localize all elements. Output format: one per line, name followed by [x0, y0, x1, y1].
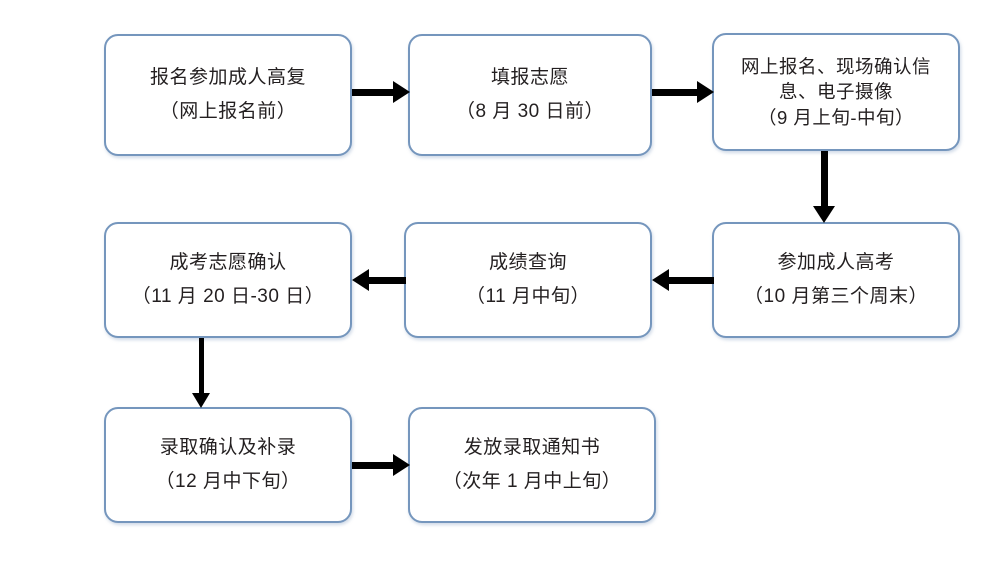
- flow-node-line-2: （11 月 20 日-30 日）: [131, 286, 325, 307]
- arrow-head: [352, 269, 369, 291]
- arrow-head: [697, 81, 714, 103]
- arrow-n2-to-n3: [652, 80, 714, 104]
- flow-node-line-1: 报名参加成人高复: [149, 67, 306, 89]
- flow-node-line-2: （11 月中旬）: [465, 286, 590, 307]
- arrow-head: [652, 269, 669, 291]
- flow-node-line-2: （8 月 30 日前）: [455, 101, 605, 122]
- arrow-head: [813, 206, 835, 223]
- flow-node-online-registration-confirm-photo[interactable]: 网上报名、现场确认信 息、电子摄像 （9 月上旬-中旬）: [712, 33, 960, 151]
- flow-node-line-1: 参加成人高考: [777, 252, 895, 274]
- flow-node-line-2: （10 月第三个周末）: [744, 286, 928, 307]
- flow-node-check-score[interactable]: 成绩查询 （11 月中旬）: [404, 222, 652, 338]
- flow-node-confirm-exam-choice[interactable]: 成考志愿确认 （11 月 20 日-30 日）: [104, 222, 352, 338]
- arrow-shaft: [198, 338, 204, 394]
- flow-node-fill-application[interactable]: 填报志愿 （8 月 30 日前）: [408, 34, 652, 156]
- flow-node-apply-adult-prep[interactable]: 报名参加成人高复 （网上报名前）: [104, 34, 352, 156]
- flow-node-admission-confirm-supplement[interactable]: 录取确认及补录 （12 月中下旬）: [104, 407, 352, 523]
- arrow-head: [393, 454, 410, 476]
- flow-node-line-2: （网上报名前）: [159, 101, 297, 122]
- flow-node-line-1: 发放录取通知书: [463, 437, 601, 459]
- flow-node-line-2: （次年 1 月中上旬）: [442, 471, 622, 492]
- flow-node-line-1: 录取确认及补录: [159, 437, 297, 459]
- arrow-n5-to-n6: [352, 268, 406, 292]
- flow-node-line-1: 填报志愿: [490, 67, 569, 89]
- arrow-shaft: [366, 276, 406, 284]
- flow-node-line-1: 成考志愿确认: [169, 252, 287, 274]
- arrow-n6-to-n7: [190, 338, 212, 408]
- arrow-shaft: [352, 461, 396, 469]
- arrow-n1-to-n2: [352, 80, 410, 104]
- arrow-head: [393, 81, 410, 103]
- arrow-shaft: [666, 276, 714, 284]
- flow-node-line-3: （9 月上旬-中旬）: [757, 106, 915, 128]
- flow-node-line-2: （12 月中下旬）: [155, 471, 301, 492]
- arrow-n3-to-n4: [812, 151, 836, 223]
- flow-node-take-exam[interactable]: 参加成人高考 （10 月第三个周末）: [712, 222, 960, 338]
- flow-node-line-2: 息、电子摄像: [778, 81, 893, 103]
- arrow-n4-to-n5: [652, 268, 714, 292]
- arrow-n7-to-n8: [352, 453, 410, 477]
- flow-node-line-1: 成绩查询: [488, 252, 567, 274]
- arrow-shaft: [652, 88, 700, 96]
- flow-node-issue-admission-letter[interactable]: 发放录取通知书 （次年 1 月中上旬）: [408, 407, 656, 523]
- flow-node-line-1: 网上报名、现场确认信: [740, 55, 931, 77]
- arrow-head: [192, 393, 210, 408]
- arrow-shaft: [820, 151, 828, 207]
- arrow-shaft: [352, 88, 396, 96]
